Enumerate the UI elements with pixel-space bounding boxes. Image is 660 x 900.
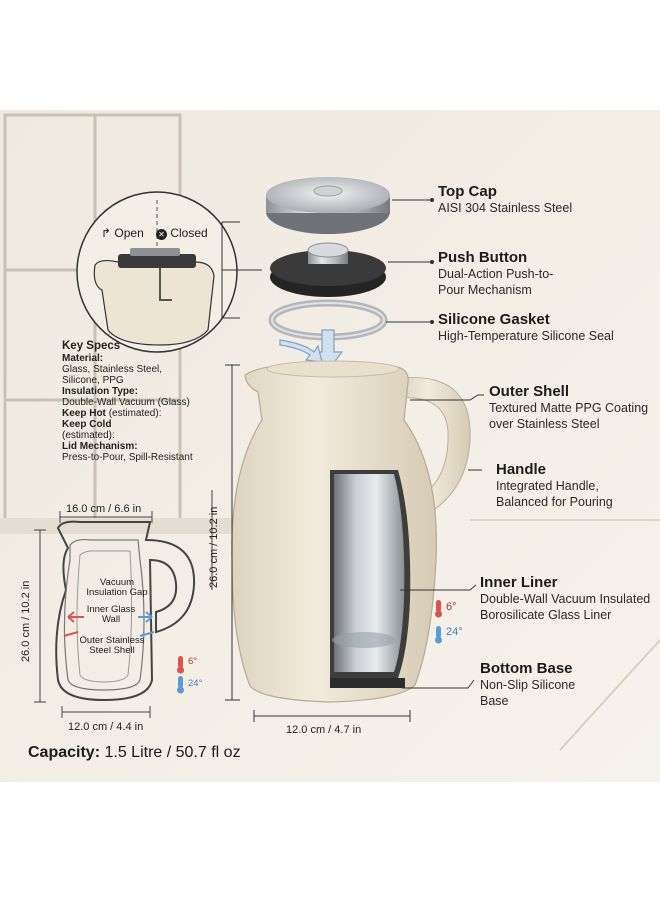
- inner-wall-label: Inner Glass Wall: [86, 604, 136, 625]
- cutaway-arrows: [63, 611, 155, 637]
- part-desc: Double-Wall Vacuum Insulated Borosilicat…: [480, 592, 651, 622]
- part-title: Outer Shell: [489, 383, 570, 400]
- capacity-label: Capacity:: [28, 744, 101, 761]
- closed-label-group: ✕ Closed: [156, 226, 208, 240]
- part-title: Silicone Gasket: [438, 311, 550, 328]
- part-push-button: Push Button Dual-Action Push-to-Pour Mec…: [438, 249, 638, 298]
- main-dimensions: [225, 364, 411, 722]
- closed-icon: ✕: [156, 229, 167, 240]
- keep-hot-label: Keep Hot: [62, 408, 106, 419]
- open-label-group: ↱ Open: [101, 226, 144, 240]
- thermometer-icons: [177, 600, 442, 694]
- material-label: Material:: [62, 353, 104, 364]
- main-cold-temp: 24°: [446, 626, 463, 638]
- part-top-cap: Top Cap AISI 304 Stainless Steel: [438, 183, 638, 216]
- main-width: 12.0 cm / 4.7 in: [286, 724, 362, 736]
- outer-shell-label: Outer Stainless Steel Shell: [79, 635, 145, 656]
- capacity-line: Capacity: 1.5 Litre / 50.7 fl oz: [28, 743, 241, 763]
- part-desc: Integrated Handle, Balanced for Pouring: [496, 479, 613, 509]
- insulation-label: Insulation Type:: [62, 386, 138, 397]
- capacity-value: 1.5 Litre / 50.7 fl oz: [104, 744, 241, 761]
- part-title: Push Button: [438, 249, 528, 266]
- part-desc: Dual-Action Push-to-Pour Mechanism: [438, 267, 554, 297]
- cutaway-sketch: [34, 490, 213, 718]
- part-title: Bottom Base: [480, 660, 573, 677]
- key-specs-heading: Key Specs: [62, 340, 121, 352]
- keep-hot-note: (estimated):: [108, 408, 162, 419]
- cutaway-hot-temp: 6°: [188, 656, 198, 667]
- part-bottom-base: Bottom Base Non-Slip Silicone Base: [480, 660, 590, 709]
- keep-cold-label: Keep Cold: [62, 419, 112, 430]
- closed-label: Closed: [170, 226, 208, 240]
- lid-mechanism-label: Lid Mechanism:: [62, 441, 138, 452]
- part-title: Handle: [496, 461, 547, 478]
- part-silicone-gasket: Silicone Gasket High-Temperature Silicon…: [438, 311, 648, 344]
- push-button-part: [270, 242, 386, 297]
- part-desc: Textured Matte PPG Coating over Stainles…: [489, 401, 649, 431]
- part-handle: Handle Integrated Handle, Balanced for P…: [496, 461, 646, 510]
- part-outer-shell: Outer Shell Textured Matte PPG Coating o…: [489, 383, 657, 432]
- cutaway-height: 26.0 cm / 10.2 in: [20, 580, 32, 662]
- key-specs: Key Specs Material: Glass, Stainless Ste…: [62, 340, 202, 463]
- main-height: 26.0 cm / 10.2 in: [208, 506, 220, 588]
- open-icon: ↱: [101, 226, 112, 240]
- part-title: Top Cap: [438, 183, 497, 200]
- cutaway-width-bottom: 12.0 cm / 4.4 in: [68, 721, 144, 733]
- part-title: Inner Liner: [480, 574, 558, 591]
- cutaway-cold-temp: 24°: [188, 678, 203, 689]
- open-label: Open: [114, 226, 144, 240]
- lid-inset: [76, 191, 262, 353]
- main-hot-temp: 6°: [446, 601, 457, 613]
- cutaway-width-top: 16.0 cm / 6.6 in: [66, 503, 142, 515]
- vacuum-gap-label: Vacuum Insulation Gap: [86, 577, 148, 598]
- part-desc: AISI 304 Stainless Steel: [438, 201, 573, 215]
- leader-lines: [386, 199, 484, 689]
- part-desc: High-Temperature Silicone Seal: [438, 329, 614, 343]
- top-cap-part: [266, 177, 390, 234]
- material-value: Glass, Stainless Steel, Silicone, PPG: [62, 364, 163, 386]
- lid-mechanism-value: Press-to-Pour, Spill-Resistant: [62, 452, 193, 463]
- part-desc: Non-Slip Silicone Base: [480, 678, 576, 708]
- insulation-value: Double-Wall Vacuum (Glass): [62, 397, 190, 408]
- keep-cold-note: (estimated):: [62, 430, 115, 441]
- thermos-body: [231, 360, 471, 703]
- part-inner-liner: Inner Liner Double-Wall Vacuum Insulated…: [480, 574, 652, 623]
